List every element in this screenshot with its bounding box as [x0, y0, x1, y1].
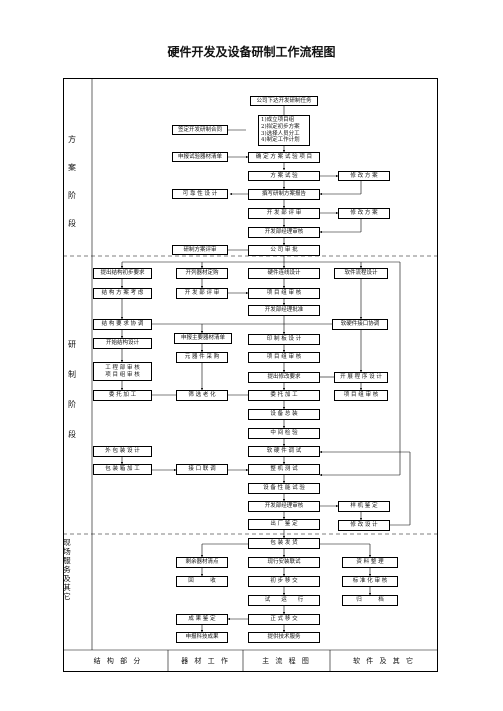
modify-design-box: 修 改 设 计	[338, 520, 390, 531]
trial-run-box: 试 运 行	[248, 595, 320, 606]
archive-box: 归 档	[342, 595, 398, 606]
hw-sw-debug-box: 软 硬 件 调 试	[248, 446, 320, 457]
footer-software-label: 软 件 及 其 它	[353, 657, 415, 665]
whole-test-box: 整 机 测 试	[248, 464, 320, 475]
dev-review-box: 开 发 部 评 审	[248, 208, 320, 219]
commission-box: 委 托 加 工	[93, 390, 152, 401]
plan-test-box: 方 案 试 验	[248, 171, 320, 181]
reliability-design-box: 可 靠 性 设 计	[172, 189, 228, 199]
sw-flow-design-box: 软件流程设计	[334, 268, 388, 279]
struct-requirements-box: 提出结构初步要求	[93, 268, 152, 279]
factory-check-box: 出 厂 鉴 定	[248, 519, 320, 530]
interface-debug-box: 接 口 联 调	[176, 464, 228, 475]
dev-manager-approve-box-2: 开发部经理批准	[248, 305, 320, 316]
data-organize-box: 资 料 整 理	[342, 557, 398, 568]
onsite-install-box: 现行安装联试	[248, 557, 320, 568]
dev-review-box-2: 开 发 部 评 审	[176, 288, 228, 299]
provide-support-box: 提供技术服务	[248, 632, 320, 643]
struct-requirements-box-2: 结 构 要 求 协 调	[93, 319, 152, 330]
onsite-handover-box: 初 步 移 交	[248, 576, 320, 587]
midway-check-box: 中 间 检 验	[248, 428, 320, 439]
footer-materials-label: 器 材 工 作	[181, 657, 230, 665]
sign-contract-box: 签定开发研制合同	[172, 125, 228, 135]
hw-sw-interface-box: 软硬件接口协调	[332, 319, 388, 330]
declare-main-list-box: 申报主要器材清单	[174, 333, 232, 344]
dev-manager-approve-box: 开发部经理审核	[248, 227, 320, 238]
approve-report-box: 研制方案评审	[172, 245, 228, 255]
list-purchase-box: 开列器材定购	[176, 268, 228, 279]
equipment-assembly-box: 设 备 总 装	[248, 409, 320, 420]
flowchart-frame	[63, 78, 438, 672]
pack-ship-box: 包 装 发 货	[248, 538, 320, 549]
write-report-box: 撰写研制方案报告	[248, 189, 320, 200]
company-approve-box: 公 司 审 批	[248, 245, 320, 256]
commission-box-2: 委 托 加 工	[248, 390, 320, 401]
standard-review-box: 标 准 化 审 核	[342, 576, 398, 587]
pkg-design-box: 外 包 装 设 计	[93, 446, 152, 457]
team-review-box-2: 项 目 组 审 核	[248, 352, 320, 363]
company-task-box: 公司下达开发研制任务	[250, 96, 318, 106]
confirm-plan-box: 确 定 方 案 试 验 项 目	[248, 152, 320, 163]
phase-label-plan: 方案阶段	[68, 135, 76, 228]
sw-design-box: 开 展 程 序 设 计	[334, 372, 388, 383]
team-review-box-3: 项 目 组 审 核	[334, 390, 388, 401]
formal-handover-box: 正 式 移 交	[248, 614, 320, 625]
pcb-design-box: 印 制 板 设 计	[248, 334, 320, 345]
dev-manager-review-box: 开发部经理审核	[248, 501, 320, 512]
leftover-materials-box: 剩余器材清点	[176, 557, 228, 568]
footer-structure-label: 结 构 部 分	[93, 657, 143, 665]
begin-struct-design-box: 开始结构设计	[93, 338, 152, 349]
pkg-processing-box: 包 装 箱 加 工	[93, 464, 152, 475]
phase-label-onsite: 现场服务及其它	[63, 538, 71, 601]
hw-detail-design-box: 硬件连线设计	[248, 268, 320, 279]
page-title: 硬件开发及设备研制工作流程图	[167, 45, 336, 59]
modify-plan-box-2: 修 改 方 案	[338, 208, 390, 219]
screening-aging-box: 筛 选 老 化	[176, 390, 228, 401]
propose-change-box: 提出修改要求	[248, 372, 320, 383]
struct-plan-review-box: 结 构 方 案 考 虑	[93, 288, 152, 299]
team-review-box: 项 目 组 审 核	[248, 288, 320, 299]
sample-check-box: 样 机 鉴 定	[338, 501, 390, 512]
result-check-box: 成 果 鉴 定	[176, 614, 228, 625]
eng-review-box: 工 程 部 审 核 项 目 组 审 核	[93, 362, 152, 381]
equip-trial-box: 设 备 性 能 试 验	[248, 483, 320, 494]
modify-plan-box-1: 修 改 方 案	[338, 171, 390, 181]
apply-award-box: 申报科技成果	[176, 632, 228, 643]
footer-main-flow-label: 主 流 程 图	[262, 657, 311, 665]
task-steps-box: 1)成立项目组 2)拟定初步方案 3)选择人员分工 4)制定工作计划	[258, 115, 310, 146]
recover-box: 回 收	[176, 576, 228, 587]
component-purchase-box: 元 器 件 采 购	[176, 352, 228, 363]
phase-label-develop: 研制阶段	[68, 340, 76, 439]
declare-materials-box: 申报试验器材清单	[172, 152, 228, 162]
